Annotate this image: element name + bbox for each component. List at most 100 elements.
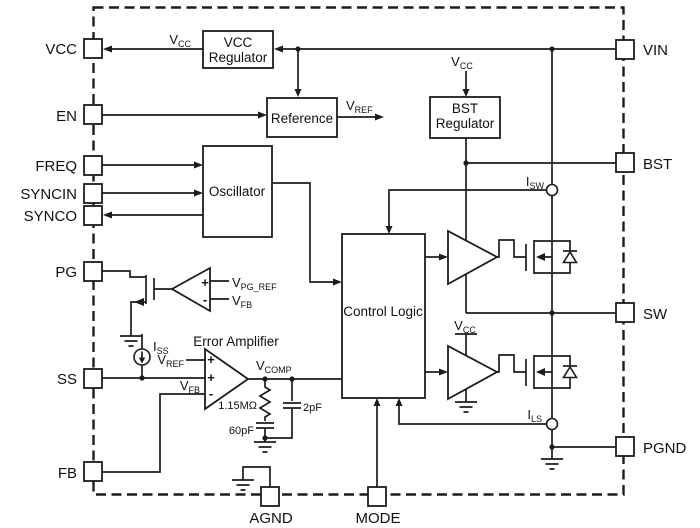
agnd-ground-symbol [232,479,254,491]
signal-label-vfb-pg: VFB [232,293,252,310]
hf-capacitor-value: 2pF [303,402,322,414]
synco-wire [103,211,203,219]
control-logic-to-hs-driver-wire [425,253,448,261]
pin-bst [615,152,635,173]
oscillator-label: Oscillator [209,184,266,199]
pin-pgnd [615,436,635,457]
isw-sense-wire [385,189,547,234]
bst-regulator-label-line1: BST [452,101,478,116]
pin-label-freq: FREQ [35,158,77,175]
vcc-to-bst-regulator-stub [462,71,470,97]
pin-label-agnd: AGND [249,510,293,527]
pin-label-ss: SS [57,371,77,388]
syncin-wire [102,189,203,197]
signal-label-vpg-ref: VPG_REF [232,275,277,292]
freq-wire [102,161,203,169]
signal-label-vcc-regulator-out: VCC [169,32,191,49]
pin-label-syncin: SYNCIN [20,186,77,203]
pin-mode [367,486,387,507]
signal-label-vref-erramp: VREF [157,352,184,369]
pin-label-pgnd: PGND [643,440,687,457]
mode-wire [373,398,381,487]
ls-body-diode [562,365,578,379]
signal-label-vcc-bst: VCC [451,54,473,71]
pin-label-fb: FB [58,465,77,482]
pin-label-vcc: VCC [45,41,77,58]
ss-wire [102,375,205,381]
pin-synco [83,205,103,226]
agnd-net [232,466,271,491]
vin-top-line [274,45,616,53]
oscillator-to-control-logic-wire [272,182,342,286]
pg-comparator-minus: - [203,292,207,307]
ils-sense-wire [395,398,547,425]
bst-regulator-block [429,96,501,139]
pin-vcc [83,38,103,59]
pin-agnd [260,486,280,507]
vcc-pin-wire [103,45,203,53]
en-wire [102,111,267,119]
signal-label-ils: ILS [527,407,542,424]
reference-block [266,97,338,138]
signal-label-isw: ISW [526,174,545,191]
bst-regulator-label-line2: Regulator [436,116,495,131]
erramp-plus-mid: + [207,370,215,385]
pin-label-synco: SYNCO [24,208,77,225]
control-logic-block [341,233,426,399]
ils-sense-node [545,417,559,431]
pin-fb [83,461,103,482]
pin-label-sw: SW [643,306,668,323]
erramp-plus-top: + [207,352,215,367]
reference-label: Reference [271,111,333,126]
comp-resistor-value: 1.15MΩ [218,400,257,412]
pin-label-bst: BST [643,156,672,173]
signal-label-vref-out: VREF [346,98,373,115]
hs-mosfet [533,240,578,313]
pin-ss [83,368,103,389]
ic-boundary-dashed-border [92,6,625,496]
pin-vin [615,39,635,60]
pin-label-mode: MODE [356,510,401,527]
reference-supply-branch [294,49,302,97]
control-logic-to-ls-driver-wire [425,368,448,376]
pg-comparator [154,266,229,313]
pin-syncin [83,183,103,204]
sw-line [466,310,616,316]
error-amplifier [186,347,342,411]
vcc-regulator-block [202,30,274,69]
ls-driver-ground-symbol [455,401,477,413]
comp-capacitor-value: 60pF [229,425,254,437]
ls-mosfet [533,313,578,419]
signal-label-iss: ISS [153,339,169,356]
vcc-regulator-label-line2: Regulator [209,50,268,65]
erramp-minus: - [209,386,213,401]
pg-comparator-plus: + [201,275,209,290]
pgnd-ground-symbol [541,458,563,470]
hs-body-diode [562,250,578,264]
vcc-regulator-label-line1: VCC [224,35,253,50]
pin-label-vin: VIN [643,42,668,59]
isw-sense-node [545,183,559,197]
pin-sw [615,302,635,323]
fb-wire [103,393,205,473]
iss-current-source [133,334,151,378]
compensation-network [254,376,301,453]
pg-ground-symbol [120,335,142,347]
signal-label-vfb-erramp: VFB [180,378,200,395]
pin-pg [83,261,103,282]
pin-en [83,104,103,125]
ls-gate-driver [447,333,527,413]
signal-label-vcomp: VCOMP [256,358,292,375]
error-amplifier-label: Error Amplifier [193,334,279,349]
pin-freq [83,155,103,176]
pgnd-net [541,429,616,470]
hs-gate-driver [447,229,527,286]
oscillator-block [202,145,273,238]
control-logic-label: Control Logic [343,304,423,319]
pg-wire [102,270,146,278]
pin-label-en: EN [56,108,77,125]
signal-label-vcc-ls-driver: VCC [454,318,476,335]
vref-output-stub [337,113,384,121]
